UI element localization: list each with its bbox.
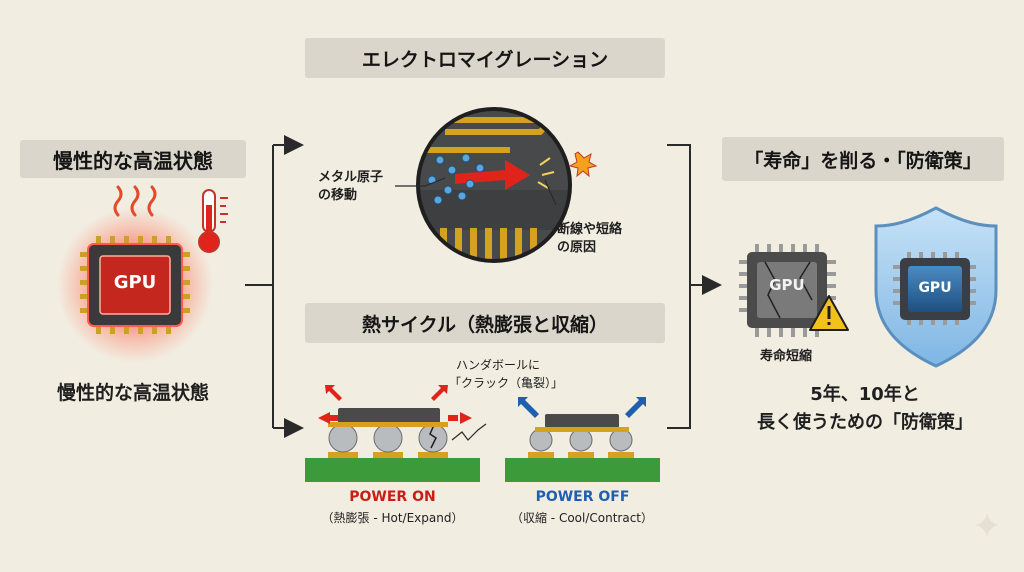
thermal-cycle-title: 熱サイクル（熱膨張と収縮）: [305, 303, 665, 343]
electromigration-title: エレクトロマイグレーション: [305, 38, 665, 78]
warning-icon: [809, 295, 849, 331]
spark-icon: [568, 151, 598, 178]
metal-atoms-label-line1: メタル原子: [318, 170, 384, 185]
damaged-gpu-chip: [739, 244, 836, 337]
break-cause-label-line1: 断線や短絡: [557, 222, 623, 237]
chronic-heat-title: 慢性的な高温状態: [20, 140, 246, 178]
chronic-heat-caption: 慢性的な高温状態: [56, 382, 209, 404]
hot-gpu-chip: [57, 207, 213, 363]
shield-gpu-label: GPU: [918, 280, 952, 296]
crack-label-line1: ハンダボールに: [456, 358, 541, 372]
power-off-diagram: [505, 397, 660, 482]
connector-lines: [245, 135, 722, 438]
crack-label-line2: 「クラック（亀裂）」: [449, 376, 564, 390]
shortened-life-label: 寿命短縮: [759, 349, 812, 364]
power-on-label: POWER ON: [349, 489, 436, 505]
electromigration-magnifier: [416, 107, 572, 263]
power-off-sublabel: （収縮 - Cool/Contract）: [510, 511, 654, 525]
power-on-diagram: [305, 385, 487, 482]
break-cause-label-line2: の原因: [557, 240, 597, 255]
sparkle-icon: [975, 513, 999, 537]
conclusion-line2: 長く使うための「防衛策」: [757, 412, 973, 433]
hot-gpu-label: GPU: [113, 272, 157, 293]
heat-waves-icon: [113, 185, 157, 217]
lifespan-defense-title: 「寿命」を削る・「防衛策」: [722, 137, 1004, 181]
shield-icon: [874, 206, 998, 368]
power-on-sublabel: （熱膨張 - Hot/Expand）: [321, 511, 464, 525]
metal-atoms-label-line2: の移動: [318, 188, 358, 203]
thermometer-icon: [198, 189, 228, 253]
damaged-gpu-label: GPU: [769, 276, 805, 294]
conclusion-line1: 5年、10年と: [810, 384, 920, 405]
power-off-label: POWER OFF: [535, 489, 630, 505]
